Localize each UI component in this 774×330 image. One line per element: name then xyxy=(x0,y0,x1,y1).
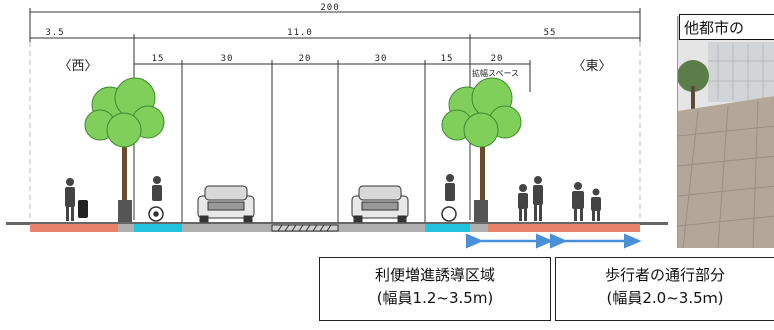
reference-photo xyxy=(677,16,774,248)
pedestrians-east xyxy=(518,176,601,221)
label-convenience-zone: 利便増進誘導区域 (幅員1.2~3.5m) xyxy=(319,257,551,321)
label-pedestrian-zone-width: (幅員2.0~3.5ｍ) xyxy=(606,289,724,307)
car-right xyxy=(351,185,409,223)
cyclist-west xyxy=(148,176,164,222)
road-surface xyxy=(6,222,668,232)
dim-west: 3.5 xyxy=(45,28,64,38)
dim-lane-2: 30 xyxy=(221,54,234,64)
label-convenience-zone-title: 利便増進誘導区域 xyxy=(374,266,495,284)
dim-east-sub: 20 xyxy=(491,54,504,64)
dim-center: 11.0 xyxy=(287,28,313,38)
dim-lane-3: 20 xyxy=(299,54,312,64)
dim-east: 55 xyxy=(544,28,557,38)
cyclist-east xyxy=(441,174,457,222)
label-pedestrian-zone: 歩行者の通行部分 (幅員2.0~3.5ｍ) xyxy=(555,257,774,321)
dim-lane-1: 15 xyxy=(152,54,165,64)
dim-total: 200 xyxy=(320,3,339,13)
pedestrian-west xyxy=(65,178,88,221)
direction-east: 〈東〉 xyxy=(572,58,611,74)
label-pedestrian-zone-title: 歩行者の通行部分 xyxy=(604,266,725,284)
label-convenience-zone-width: (幅員1.2~3.5m) xyxy=(376,289,494,307)
photo-title: 他都市の xyxy=(679,14,774,40)
dim-lane-5: 15 xyxy=(441,54,454,64)
dim-lane-4: 30 xyxy=(375,54,388,64)
direction-west: 〈西〉 xyxy=(58,59,97,74)
tree-east xyxy=(441,77,522,222)
widening-space-label: 拡幅スペース xyxy=(472,68,519,78)
car-left xyxy=(197,185,255,223)
tree-west xyxy=(84,77,165,222)
